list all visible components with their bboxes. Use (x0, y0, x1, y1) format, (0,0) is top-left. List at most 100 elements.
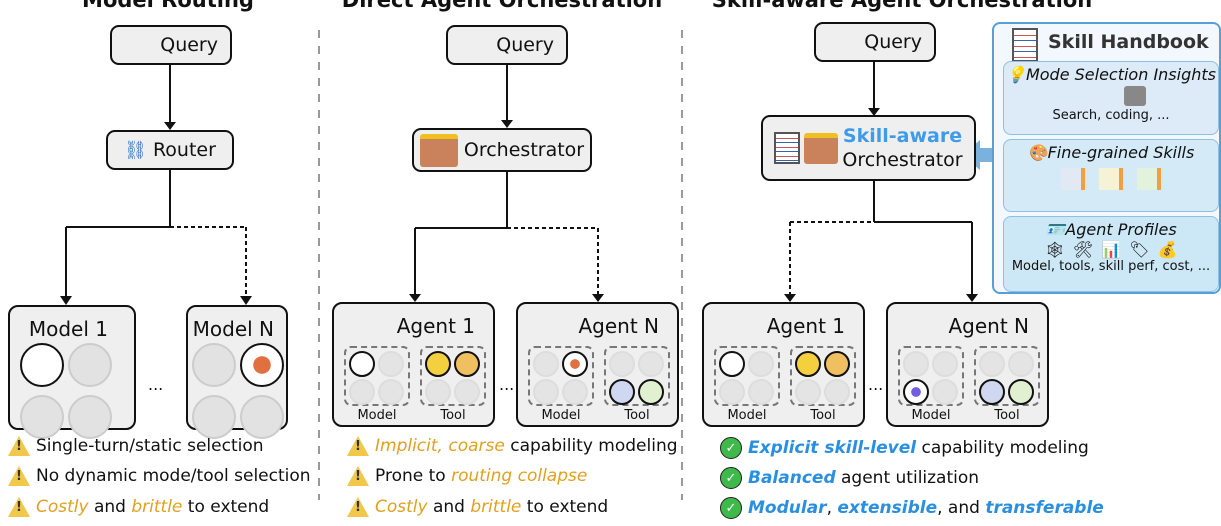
tool-group (974, 346, 1040, 406)
tool-group-label: Tool (440, 408, 466, 423)
limitation-bullet: Costly and brittle to extend (347, 497, 608, 517)
model-icon (192, 395, 236, 439)
tool-group (790, 346, 856, 406)
agent-card: Agent 1 Model Tool (332, 302, 495, 427)
model-card: Model 1 (8, 305, 136, 439)
section-caption: Search, coding, ... (1052, 108, 1170, 123)
bullet-text: Costly and brittle to extend (375, 497, 609, 517)
warning-icon (8, 497, 30, 517)
model-group-label: Model (911, 408, 951, 423)
query-box: Query (110, 25, 232, 65)
money-bag-icon: 💰 (1157, 240, 1178, 259)
pros-cons-icon: 🏷 (1129, 240, 1150, 259)
agent-card: Agent 1 Model Tool (702, 302, 865, 427)
skills-palette-icon: 🎨 (1027, 143, 1048, 162)
claude-icon (68, 343, 112, 387)
query-box: Query (446, 25, 568, 65)
limitation-bullet: No dynamic mode/tool selection (8, 466, 311, 486)
model-icon (20, 395, 64, 439)
model-group (714, 346, 780, 406)
section-caption: Model, tools, skill perf, cost, ... (1011, 259, 1211, 274)
bullet-text: No dynamic mode/tool selection (36, 466, 311, 486)
agent-card: Agent N Model Tool (516, 302, 679, 427)
advantage-bullet: ✓ Explicit skill-level capability modelin… (720, 437, 1089, 459)
bullet-text: Explicit skill-level capability modeling (748, 438, 1089, 458)
crowned-creature-icon (804, 132, 839, 164)
bullet-text: Implicit, coarse capability modeling (375, 436, 678, 456)
lightbulb-icon: 💡 (1006, 65, 1026, 84)
profile-card-icon: 🪪 (1045, 220, 1066, 239)
model-group-label: Model (541, 408, 581, 423)
openai-icon (20, 343, 64, 387)
limitation-bullet: Single-turn/static selection (8, 436, 264, 456)
bar-chart-icon: 📊 (1101, 240, 1122, 259)
agent-label: Agent N (578, 314, 659, 338)
model-group (344, 346, 410, 406)
bullet-text: Prone to routing collapse (375, 466, 588, 486)
section-title: Agent Profiles (1065, 220, 1177, 239)
tool-group-label: Tool (994, 408, 1020, 423)
agent-profiles-section: 🪪Agent Profiles 🕸 🛠 📊 🏷 💰 Model, tools, skil… (1003, 216, 1219, 292)
orchestrator-label: Orchestrator (463, 139, 585, 161)
limitation-bullet: Costly and brittle to extend (8, 497, 269, 517)
section-title: Mode Selection Insights (1025, 65, 1216, 84)
bullet-text: Single-turn/static selection (36, 436, 264, 456)
warning-icon (347, 497, 369, 517)
fine-grained-skills-section: 🎨Fine-grained Skills (1003, 139, 1219, 212)
tool-group-label: Tool (624, 408, 650, 423)
model-group-label: Model (357, 408, 397, 423)
orchestrator-label: Orchestrator (842, 149, 963, 171)
model-label: Model N (192, 317, 274, 341)
router-box: ⛓ Router (106, 130, 234, 170)
agent-label: Agent N (948, 314, 1029, 338)
neural-network-icon: 🕸 (1044, 240, 1065, 259)
skill-doc-icon (1061, 168, 1085, 190)
warning-icon (347, 436, 369, 456)
title-direct-agent-orchestration: Direct Agent Orchestration (341, 0, 663, 12)
agent-label: Agent 1 (396, 314, 475, 338)
ellipsis: ... (148, 375, 164, 394)
bullet-text: Modular, extensible, and transferable (748, 498, 1104, 518)
ellipsis: ... (868, 375, 884, 394)
bullet-text: Balanced agent utilization (748, 468, 980, 488)
skill-handbook-panel: Skill Handbook 💡Mode Selection Insights … (992, 22, 1221, 294)
tools-icon: 🛠 (1072, 240, 1094, 259)
skills-notebook-icon (774, 132, 801, 164)
model-icon-grid (190, 341, 290, 445)
check-icon: ✓ (720, 467, 742, 489)
skill-doc-icon (1137, 168, 1161, 190)
robot-browser-icon (1124, 86, 1146, 106)
model-group-label: Model (727, 408, 767, 423)
tool-group (420, 346, 486, 406)
tool-group-label: Tool (810, 408, 836, 423)
mode-selection-section: 💡Mode Selection Insights Search, coding,… (1003, 61, 1219, 135)
limitation-bullet: Prone to routing collapse (347, 466, 587, 486)
network-icon: ⛓ (124, 139, 147, 161)
warning-icon (8, 436, 30, 456)
model-group (898, 346, 964, 406)
skill-aware-label: Skill-aware (842, 125, 963, 147)
tool-group (604, 346, 670, 406)
model-icon-grid (18, 341, 128, 445)
meta-icon (68, 395, 112, 439)
ellipsis: ... (499, 375, 515, 394)
skills-notebook-icon (1012, 28, 1038, 62)
advantage-bullet: ✓Modular, extensible, and transferable (720, 497, 1104, 519)
agent-card: Agent N Model Tool (886, 302, 1049, 427)
warning-icon (8, 466, 30, 486)
section-title: Fine-grained Skills (1047, 143, 1195, 162)
orchestrator-box: Orchestrator (412, 128, 592, 172)
bullet-text: Costly and brittle to extend (36, 497, 270, 517)
meta-icon (240, 395, 284, 439)
claude-icon (240, 343, 284, 387)
skill-doc-icon (1099, 168, 1123, 190)
model-label: Model 1 (28, 317, 108, 341)
advantage-bullet: ✓ Balanced agent utilization (720, 467, 979, 489)
agent-label: Agent 1 (766, 314, 845, 338)
model-card: Model N (186, 305, 288, 439)
crowned-creature-icon (419, 133, 458, 167)
check-icon: ✓ (720, 437, 742, 459)
limitation-bullet: Implicit, coarse capability modeling (347, 436, 678, 456)
